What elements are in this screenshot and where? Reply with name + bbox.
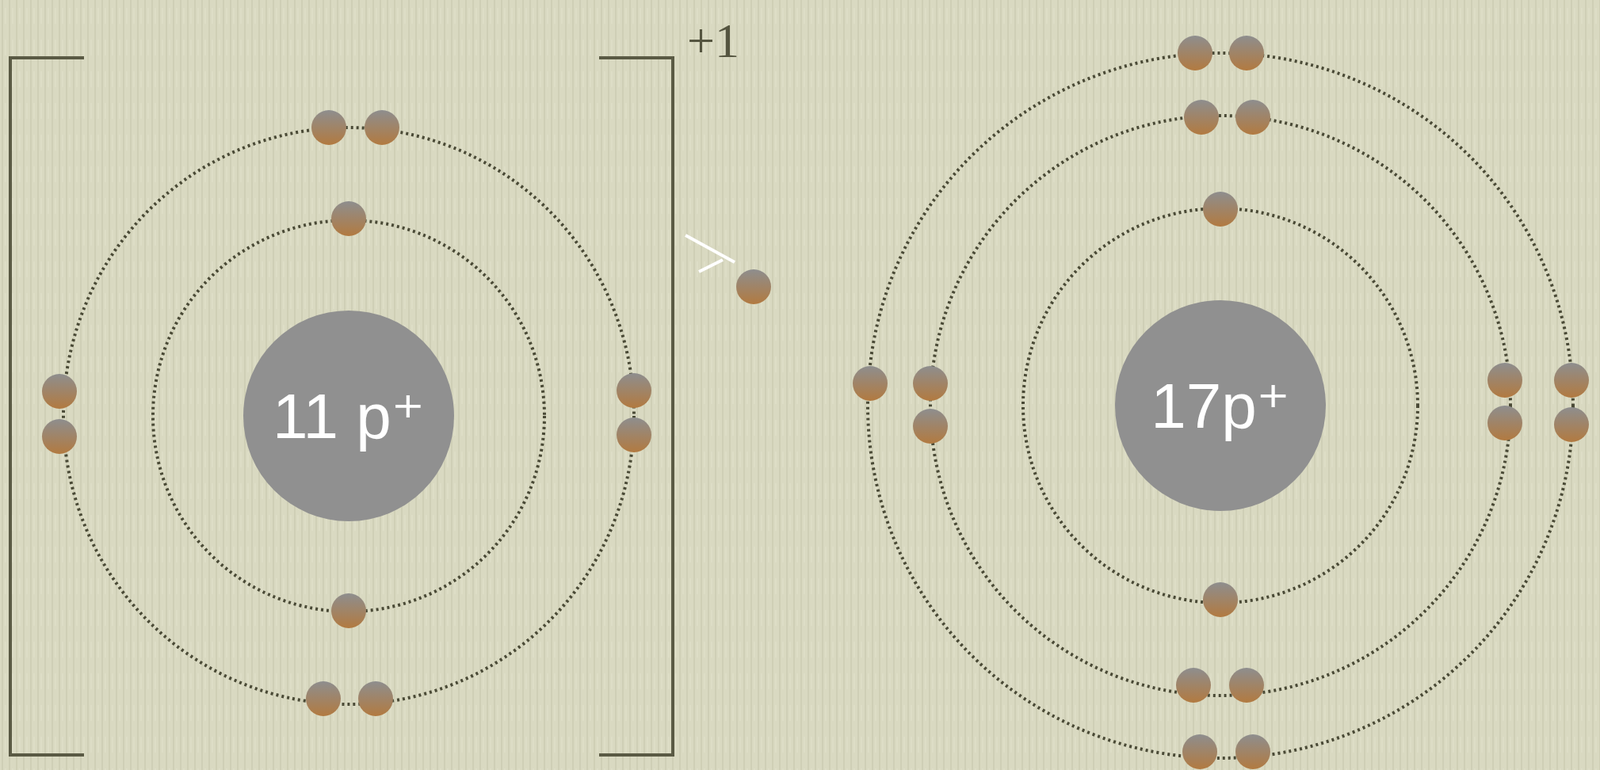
ion-bracket [10,57,673,756]
electrons [42,35,1589,770]
proton-count: 17p⁺ [1150,369,1291,443]
nucleus-circle: 17p⁺ [1115,300,1326,512]
ion-charge: +1 [687,12,740,69]
motion-lines [685,235,735,272]
nucleus-circle: 11 p⁺ [243,310,455,522]
proton-count: 11 p⁺ [272,379,425,454]
orbits [63,53,1574,759]
